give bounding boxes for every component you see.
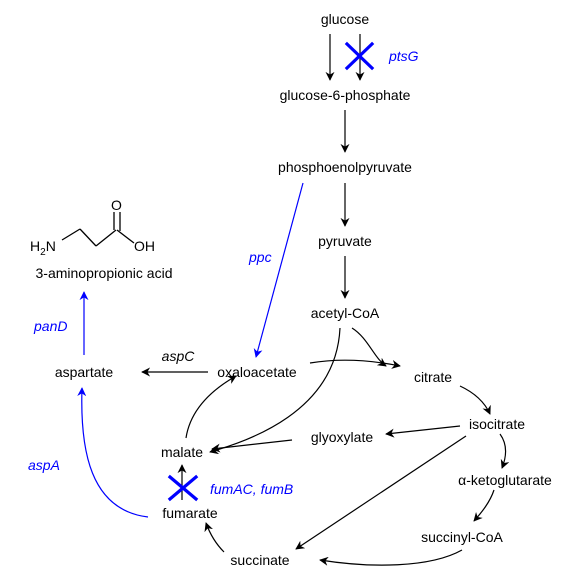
label-malate: malate: [161, 444, 203, 460]
bond-c2-c3: [95, 229, 117, 247]
arrow-isocitrate-glyoxylate: [385, 425, 461, 438]
label-isocitrate: isocitrate: [469, 416, 525, 432]
label-glyoxylate: glyoxylate: [311, 429, 373, 445]
arrow-acetylcoa-malate: [209, 327, 341, 455]
bond-c3-oh: [116, 229, 135, 244]
label-aspartate: aspartate: [55, 364, 114, 380]
enzyme-ptsg: ptsG: [388, 48, 419, 64]
bond-c1-c2: [79, 228, 97, 247]
arrow-succinylcoa-succinate: [319, 549, 463, 566]
arrow-malate-oxaloacetate: [185, 375, 237, 439]
label-glucose: glucose: [321, 11, 369, 27]
ptsg-knockout-cross-icon: [344, 41, 375, 71]
arrow-akg-succinylcoa: [473, 489, 495, 522]
hydroxyl-label: OH: [134, 238, 155, 254]
label-pyruvate: pyruvate: [318, 233, 372, 249]
label-alpha-ketoglutarate: α-ketoglutarate: [458, 472, 552, 488]
amine-label: H2N: [30, 238, 56, 258]
arrow-isocitrate-akg: [499, 433, 510, 469]
enzyme-aspc: aspC: [162, 348, 196, 364]
enzyme-fumac-fumb: fumAC, fumB: [210, 481, 293, 497]
label-succinate: succinate: [230, 552, 289, 568]
label-succinyl-coa: succinyl-CoA: [421, 529, 503, 545]
enzyme-aspa: aspA: [28, 457, 60, 473]
label-fumarate: fumarate: [162, 505, 217, 521]
arrow-oxaloacetate-citrate: [309, 359, 401, 369]
arrow-succinate-fumarate: [204, 522, 225, 553]
arrow-isocitrate-succinate: [295, 435, 467, 550]
label-phosphoenolpyruvate: phosphoenolpyruvate: [278, 159, 412, 175]
enzyme-pand: panD: [33, 318, 67, 334]
arrow-fumarate-aspartate: [77, 387, 149, 518]
enzyme-ppc: ppc: [248, 249, 272, 265]
arrow-pep-oxaloacetate: [253, 182, 304, 358]
bond-n-c1: [61, 228, 81, 241]
label-citrate: citrate: [414, 369, 452, 385]
label-acetyl-coa: acetyl-CoA: [311, 305, 380, 321]
label-oxaloacetate: oxaloacetate: [217, 364, 297, 380]
label-glucose-6-phosphate: glucose-6-phosphate: [280, 87, 411, 103]
fumac-knockout-cross-icon: [167, 474, 199, 502]
arrow-citrate-isocitrate: [459, 385, 491, 415]
label-3-aminopropionic-acid: 3-aminopropionic acid: [36, 265, 173, 281]
carbonyl-oxygen-label: O: [111, 197, 122, 213]
beta-alanine-structure: H2N O OH: [30, 197, 155, 258]
